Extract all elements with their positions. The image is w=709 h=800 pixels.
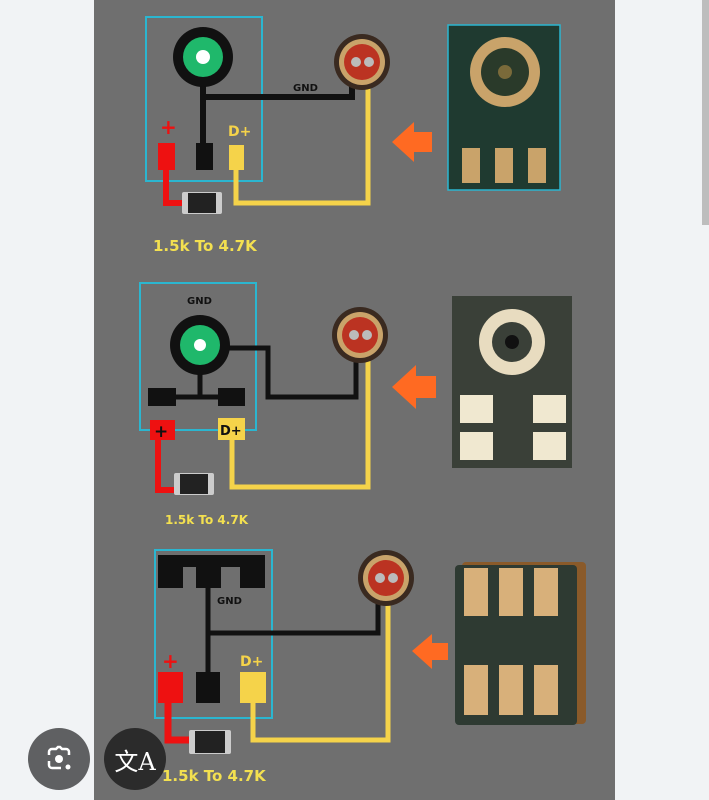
resistor-label: 1.5k To 4.7K	[153, 237, 258, 255]
plus-label: +	[160, 115, 177, 139]
arrow-icon	[412, 634, 448, 669]
circuit-1: GND + D+ 1.5k To 4.7K	[145, 16, 561, 255]
gnd-label: GND	[217, 596, 242, 607]
dplus-label: D+	[228, 124, 251, 140]
translate-icon: 文A	[114, 747, 156, 776]
circuit-3: GND + D+ 1.5k To 4.7K	[154, 549, 586, 785]
resistor-label: 1.5k To 4.7K	[165, 513, 249, 527]
dplus-label: D+	[220, 424, 242, 439]
circuit-2: GND + D+ 1.5k To 4.7K	[139, 282, 572, 527]
arrow-icon	[392, 365, 436, 409]
arrow-icon	[392, 122, 432, 162]
plus-label: +	[154, 422, 168, 442]
scrollbar[interactable]	[702, 0, 709, 225]
translate-button[interactable]: 文A	[104, 728, 166, 790]
gnd-label: GND	[187, 296, 212, 307]
gnd-label: GND	[293, 83, 318, 94]
lens-icon	[47, 745, 71, 770]
lens-button[interactable]	[28, 728, 90, 790]
plus-label: +	[162, 649, 179, 673]
dplus-label: D+	[240, 654, 263, 670]
resistor-label: 1.5k To 4.7K	[162, 767, 267, 785]
